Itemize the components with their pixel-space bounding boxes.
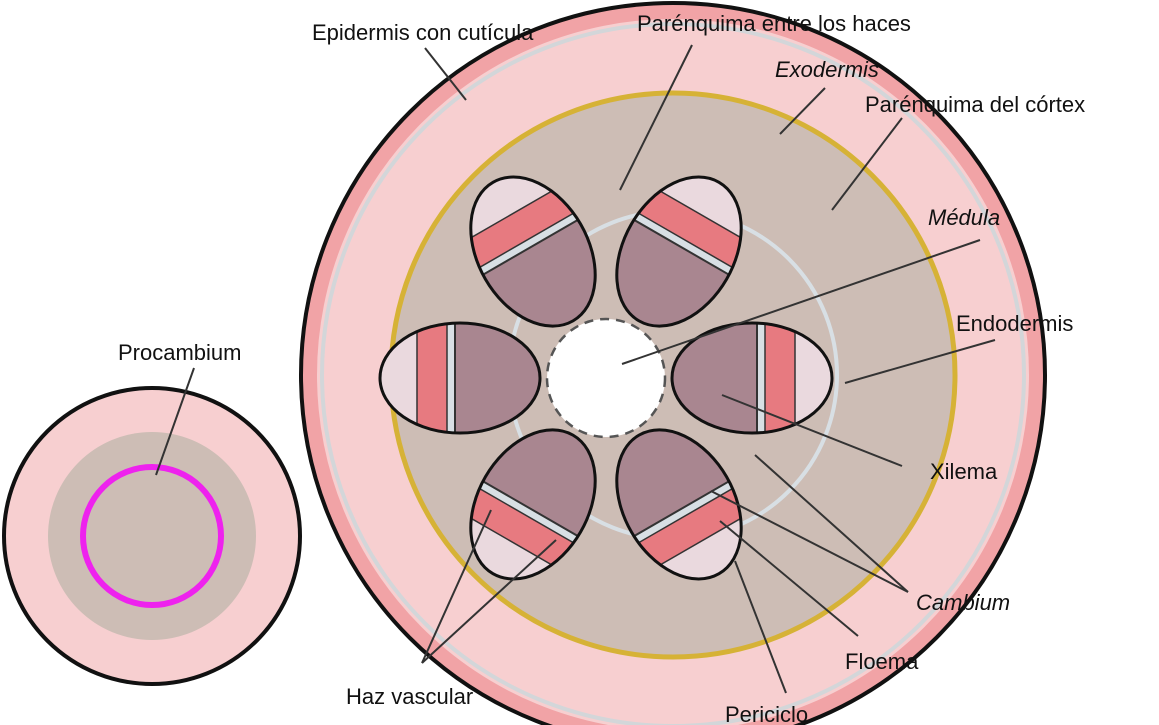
label-medula: Médula (928, 205, 1000, 230)
young-stem-stele (48, 432, 256, 640)
cambium (447, 308, 455, 448)
label-floema: Floema (845, 649, 919, 674)
label-endodermis: Endodermis (956, 311, 1073, 336)
label-periciclo: Periciclo (725, 702, 808, 725)
pith (547, 319, 665, 437)
label-parenquima-cortex: Parénquima del córtex (865, 92, 1085, 117)
label-epidermis: Epidermis con cutícula (312, 20, 534, 45)
label-haz-vascular: Haz vascular (346, 684, 473, 709)
label-cambium: Cambium (916, 590, 1010, 615)
cambium (757, 308, 765, 448)
label-exodermis: Exodermis (775, 57, 879, 82)
label-xilema: Xilema (930, 459, 998, 484)
young-stem-section (4, 388, 300, 684)
label-procambium: Procambium (118, 340, 241, 365)
label-parenquima-haces: Parénquima entre los haces (637, 11, 911, 36)
